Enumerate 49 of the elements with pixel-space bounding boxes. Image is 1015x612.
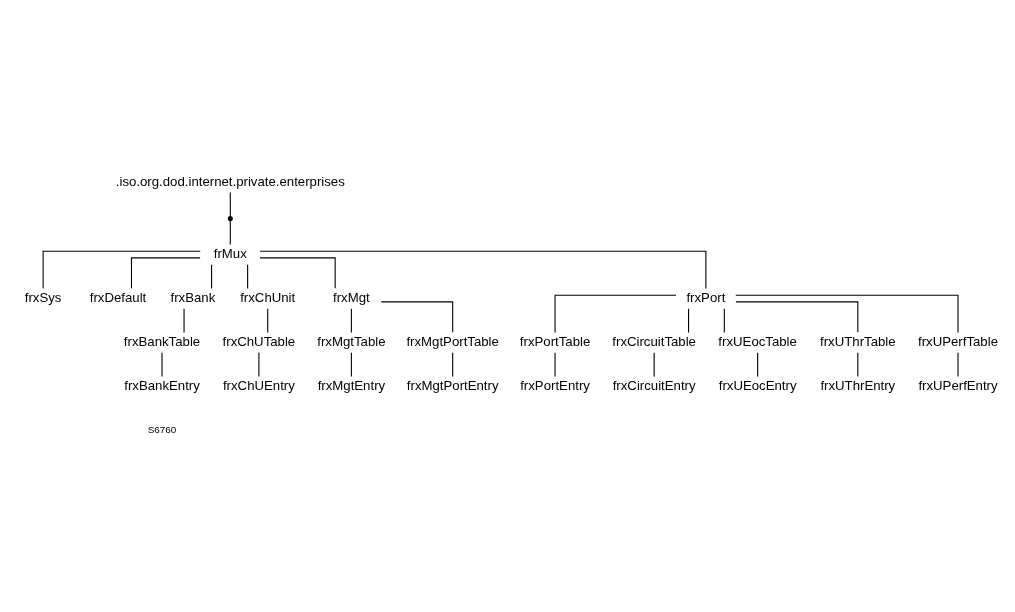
node-text: frxMgt: [332, 289, 370, 305]
node-text: frxUThrEntry: [819, 377, 895, 393]
node-text: frxChUnit: [239, 289, 295, 305]
node-text: frxCircuitTable: [611, 333, 696, 349]
connector: [42, 250, 201, 289]
connector: [229, 219, 231, 245]
connector: [380, 300, 453, 333]
connector: [350, 307, 352, 333]
node-text: frxUThrTable: [819, 333, 896, 349]
connector: [723, 307, 725, 333]
node-text: frxUPerfTable: [917, 333, 998, 349]
connector: [756, 351, 758, 377]
node-text: frxChUTable: [222, 333, 295, 349]
node-text: frxUEocTable: [717, 333, 797, 349]
node-point: [227, 215, 233, 221]
connector: [451, 351, 453, 377]
node-text: frxUPerfEntry: [917, 377, 998, 393]
node-text: frxMgtPortEntry: [406, 377, 499, 393]
node-text: frMux: [213, 245, 247, 261]
node-text: .iso.org.dod.internet.private.enterprises: [115, 173, 345, 189]
node-text: frxMgtTable: [316, 333, 386, 349]
node-text: frxMgtPortTable: [405, 333, 499, 349]
node-text: frxSys: [24, 289, 61, 305]
label: S6760: [147, 423, 176, 435]
connector: [210, 263, 212, 289]
node-text: frxBankTable: [123, 333, 200, 349]
connector: [259, 250, 706, 289]
node-text: frxChUEntry: [222, 377, 295, 393]
connector: [229, 191, 231, 216]
node-text: frxDefault: [89, 289, 146, 305]
connector: [653, 351, 655, 377]
connector: [856, 351, 858, 377]
connector: [266, 307, 268, 333]
node-text: frxBank: [169, 289, 215, 305]
node-text: frxPortEntry: [519, 377, 590, 393]
node-text: frxPortTable: [519, 333, 590, 349]
connector: [130, 256, 201, 289]
node-text: frxMgtEntry: [317, 377, 385, 393]
connector: [259, 256, 336, 289]
connector: [734, 300, 858, 333]
connector: [350, 351, 352, 377]
node-text: frxBankEntry: [123, 377, 200, 393]
node-text: frxCircuitEntry: [612, 377, 696, 393]
node-text: frxPort: [685, 289, 725, 305]
connector: [554, 294, 677, 333]
connector: [246, 263, 248, 289]
connector: [734, 294, 959, 333]
node-text: frxUEocEntry: [718, 377, 797, 393]
connector: [687, 307, 689, 333]
